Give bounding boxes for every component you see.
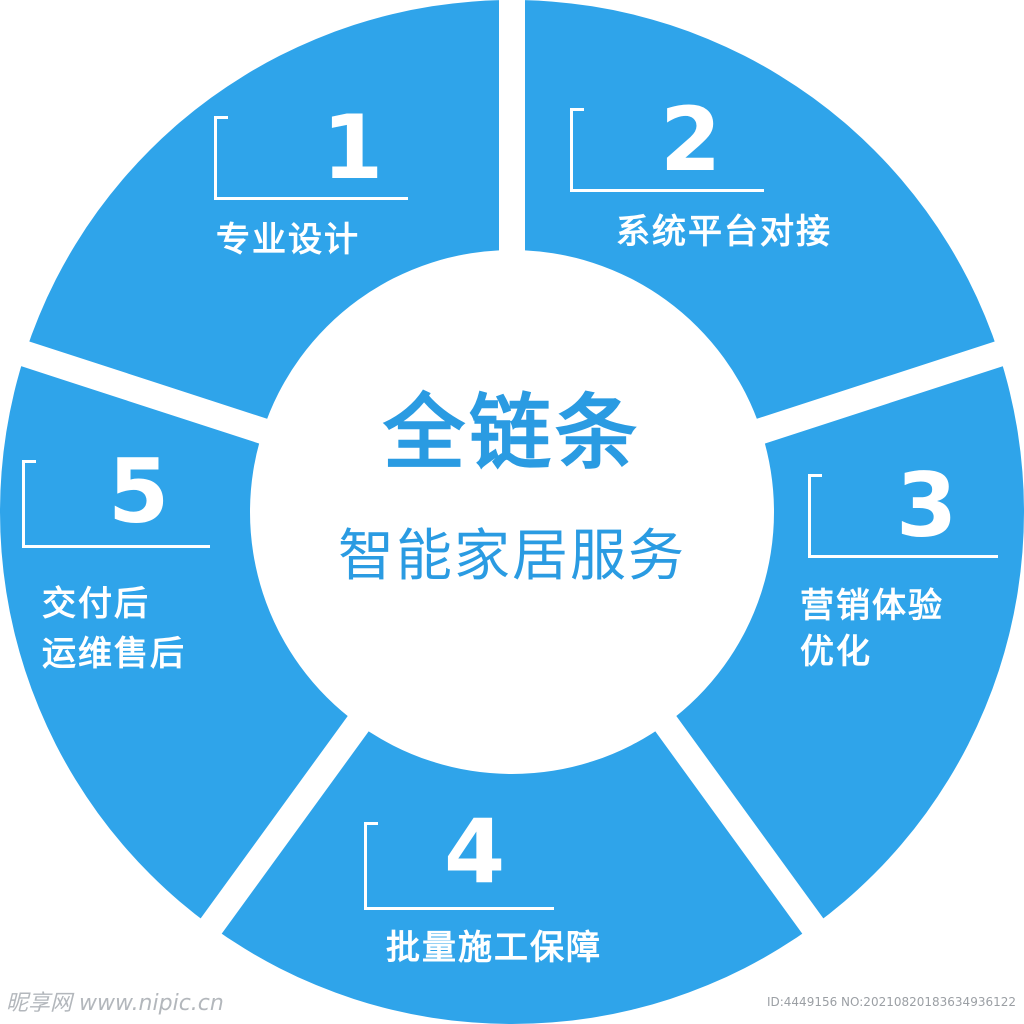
segment-1-underline: [214, 197, 408, 200]
segment-4-bracket: [364, 822, 378, 910]
watermark-left: 昵享网 www.nipic.cn: [6, 991, 224, 1016]
segment-2-label: 系统平台对接: [616, 212, 832, 252]
watermark-right: ID:4449156 NO:20210820183634936122: [766, 995, 1016, 1009]
ring-segment-5: [0, 353, 358, 927]
segment-4-number: 4: [444, 800, 506, 903]
segment-3-number: 3: [896, 454, 958, 557]
ring-segment-4: [211, 723, 813, 1024]
segment-3-underline: [808, 555, 998, 558]
ring-segment-2: [512, 0, 999, 432]
segment-1-label: 专业设计: [216, 220, 360, 260]
center-subtitle: 智能家居服务: [338, 524, 686, 589]
segment-2-bracket: [570, 108, 584, 192]
segment-3-bracket: [808, 474, 822, 558]
segment-1-number: 1: [322, 96, 384, 199]
segment-1-bracket: [214, 116, 228, 200]
segment-4-label: 批量施工保障: [386, 928, 602, 968]
ring-segment-3: [666, 353, 1024, 927]
segment-2-number: 2: [660, 88, 722, 191]
segment-5-number: 5: [108, 440, 170, 543]
segment-3-label-line-2: 优化: [800, 632, 872, 672]
segment-3-label-line-1: 营销体验: [800, 586, 944, 626]
segment-5-label-line-1: 交付后: [42, 584, 150, 624]
segment-5-label-line-2: 运维售后: [42, 634, 186, 674]
segment-4-underline: [364, 907, 554, 910]
ring-segment-1: [25, 0, 513, 432]
segment-5-underline: [22, 545, 210, 548]
segment-5-bracket: [22, 460, 36, 548]
segment-2-underline: [570, 189, 764, 192]
center-title: 全链条: [382, 386, 641, 481]
